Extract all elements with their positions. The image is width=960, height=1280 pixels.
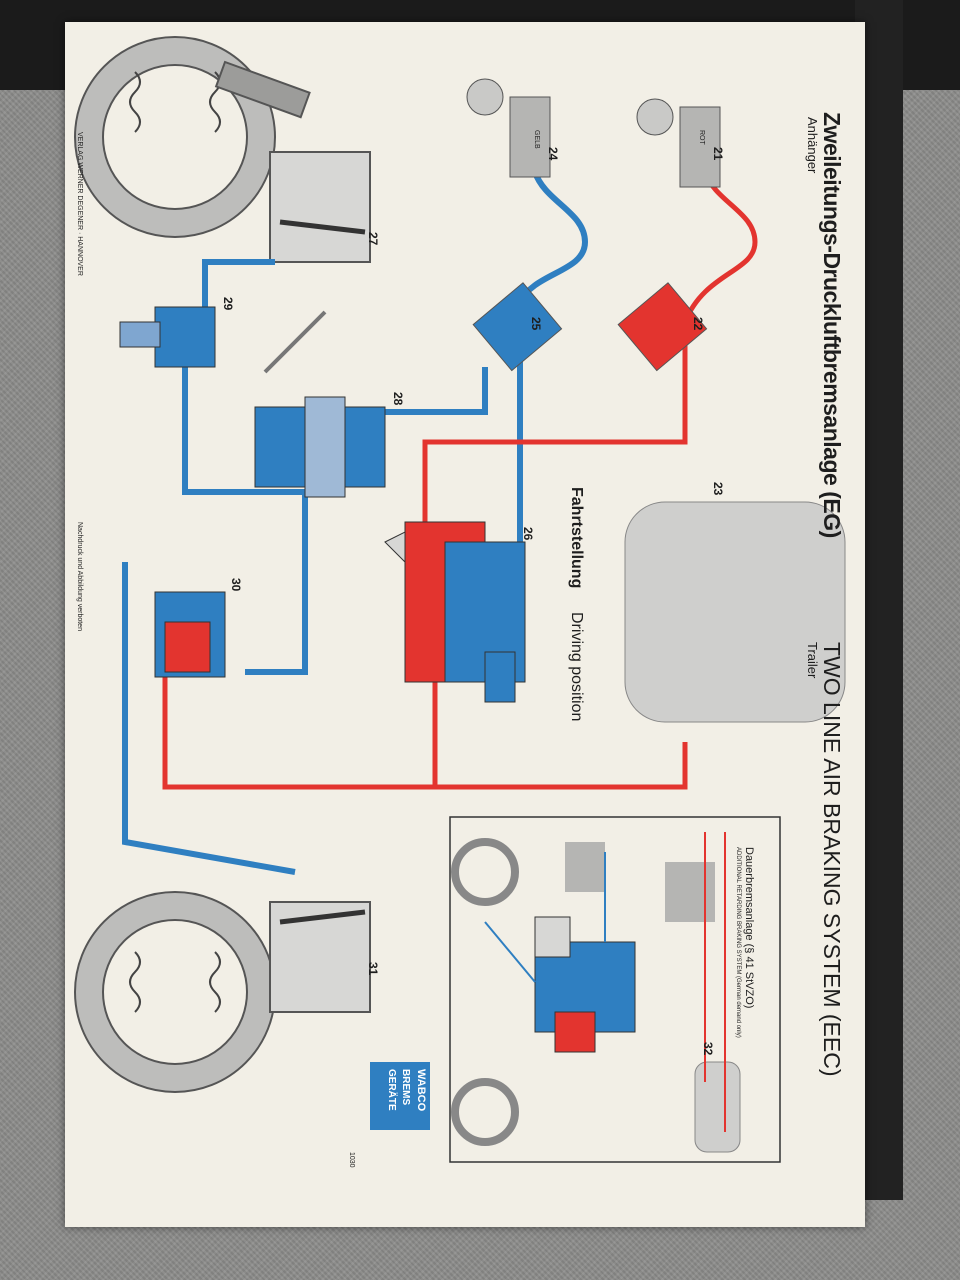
label-31: 31 [366, 962, 380, 976]
coupling-head-21 [636, 98, 721, 188]
coupling-head-24 [466, 78, 551, 178]
label-24: 24 [546, 147, 560, 161]
label-25: 25 [529, 317, 543, 331]
poster-title-en: TWO LINE AIR BRAKING SYSTEM (EEC) [819, 642, 845, 1077]
drum-brake-bottom [74, 891, 276, 1093]
label-30: 30 [229, 578, 243, 592]
inset-panel [449, 816, 781, 1163]
label-21: 21 [711, 147, 725, 161]
label-29: 29 [221, 297, 235, 311]
inset-title-en: ADDITIONAL RETARDING BRAKING SYSTEM (Ger… [735, 847, 741, 1038]
air-reservoir-23 [624, 501, 846, 723]
brake-chamber-27 [269, 151, 371, 263]
label-26: 26 [521, 527, 535, 541]
drum-brake-top [74, 36, 311, 238]
label-22: 22 [691, 317, 705, 331]
valve-29 [119, 306, 216, 368]
publisher-text: VERLAG WERNER DEGENER · HANNOVER [76, 132, 83, 276]
label-24-color: GELB [533, 130, 540, 149]
poster-title-de: Zweileitungs-Druckluftbremsanlage (EG) [819, 112, 845, 538]
control-lines [122, 170, 589, 875]
brake-chamber-31 [269, 901, 371, 1013]
load-valve-28 [254, 310, 386, 498]
position-label-en: Driving position [568, 612, 585, 722]
logo-geraete: GERÄTE [386, 1069, 397, 1111]
poster-subtitle-de: Anhänger [805, 117, 820, 174]
label-28: 28 [391, 392, 405, 406]
line-filter-22 [617, 282, 708, 372]
reprint-note: Nachdruck und Abbildung verboten [76, 522, 83, 631]
label-27: 27 [366, 232, 380, 246]
brake-diagram [74, 36, 846, 1163]
logo-wabco: WABCO [415, 1069, 427, 1112]
inset-title-de: Dauerbremsanlage (§ 41 StVZO) [743, 847, 755, 1009]
position-label-de: Fahrtstellung [568, 487, 585, 589]
wabco-logo-box [370, 1062, 430, 1130]
poster-sheet: Zweileitungs-Druckluftbremsanlage (EG) T… [65, 22, 865, 1227]
trailer-brake-valve-26 [384, 521, 526, 703]
line-filter-25 [472, 282, 563, 372]
logo-brems: BREMS [400, 1069, 411, 1106]
valve-30 [154, 591, 226, 678]
label-23: 23 [711, 482, 725, 496]
poster-subtitle-en: Trailer [805, 642, 820, 679]
poster-code: 1030 [348, 1152, 355, 1168]
label-21-color: ROT [698, 130, 705, 145]
label-32: 32 [701, 1042, 715, 1056]
